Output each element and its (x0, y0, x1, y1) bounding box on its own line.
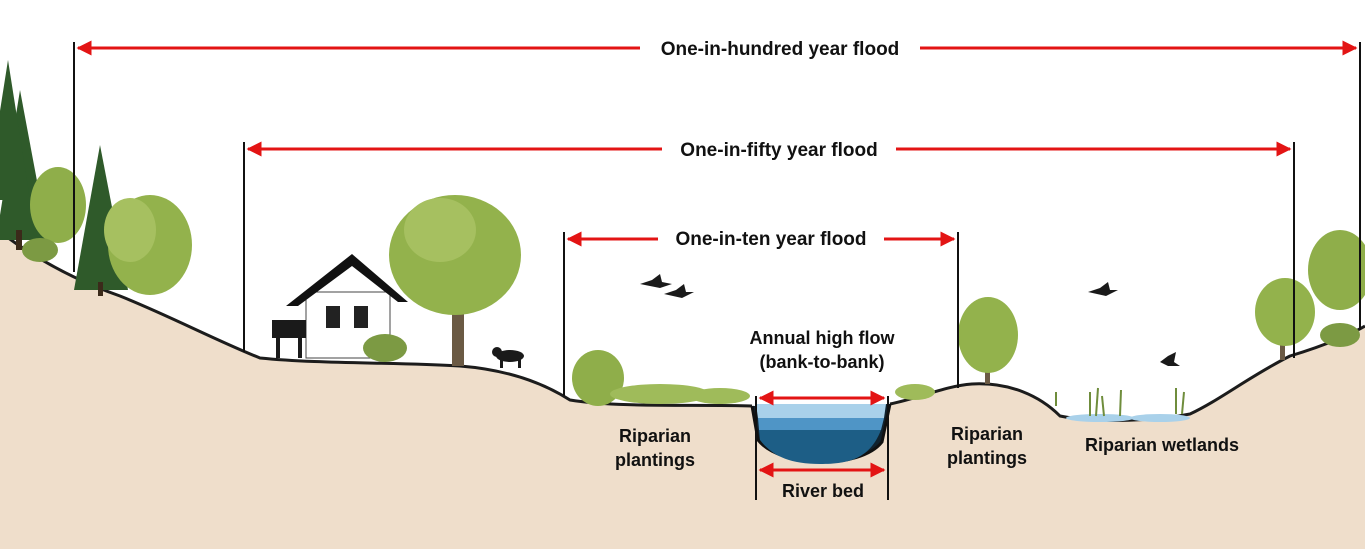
wetland-reeds (1055, 387, 1185, 417)
water-mid-layer (758, 418, 884, 430)
ten-year-flood-label: One-in-ten year flood (675, 229, 866, 250)
river-channel (750, 403, 892, 464)
wetland-pool-left (1066, 414, 1134, 422)
riparian-right-label-line2: plantings (947, 448, 1027, 468)
fifty-year-flood-label: One-in-fifty year flood (680, 140, 877, 161)
flood-extent-markers (73, 42, 1361, 500)
hundred-year-flood-label: One-in-hundred year flood (661, 39, 900, 60)
ground-cross-section (0, 232, 1365, 549)
house-window-left (326, 306, 340, 328)
house (272, 254, 408, 359)
river-bed-label: River bed (782, 481, 864, 501)
riparian-right-label-line1: Riparian (951, 424, 1023, 444)
house-roof (286, 254, 408, 306)
house-deck (272, 320, 306, 338)
annual-flow-label-line2: (bank-to-bank) (760, 352, 885, 372)
deciduous-trees-right (1255, 230, 1365, 360)
riparian-left-label-line2: plantings (615, 450, 695, 470)
annual-flow-label-line1: Annual high flow (750, 328, 896, 348)
riparian-wetlands-label: Riparian wetlands (1085, 435, 1239, 455)
riparian-shrubs-left (572, 350, 750, 406)
house-window-right (354, 306, 368, 328)
deciduous-trees-left (22, 167, 192, 295)
bird-4 (1160, 352, 1180, 366)
water-deep-layer (759, 430, 881, 464)
bird-2 (664, 284, 694, 298)
riparian-left-label-line1: Riparian (619, 426, 691, 446)
birds (640, 274, 1180, 366)
riparian-trees-right (895, 297, 1018, 400)
large-tree-house (363, 195, 521, 366)
flood-arrows (76, 40, 1358, 478)
water-light-layer (756, 404, 886, 418)
bird-1 (640, 274, 672, 288)
dog (492, 347, 524, 368)
wetland-pool-right (1130, 414, 1190, 422)
bird-3 (1088, 282, 1118, 296)
